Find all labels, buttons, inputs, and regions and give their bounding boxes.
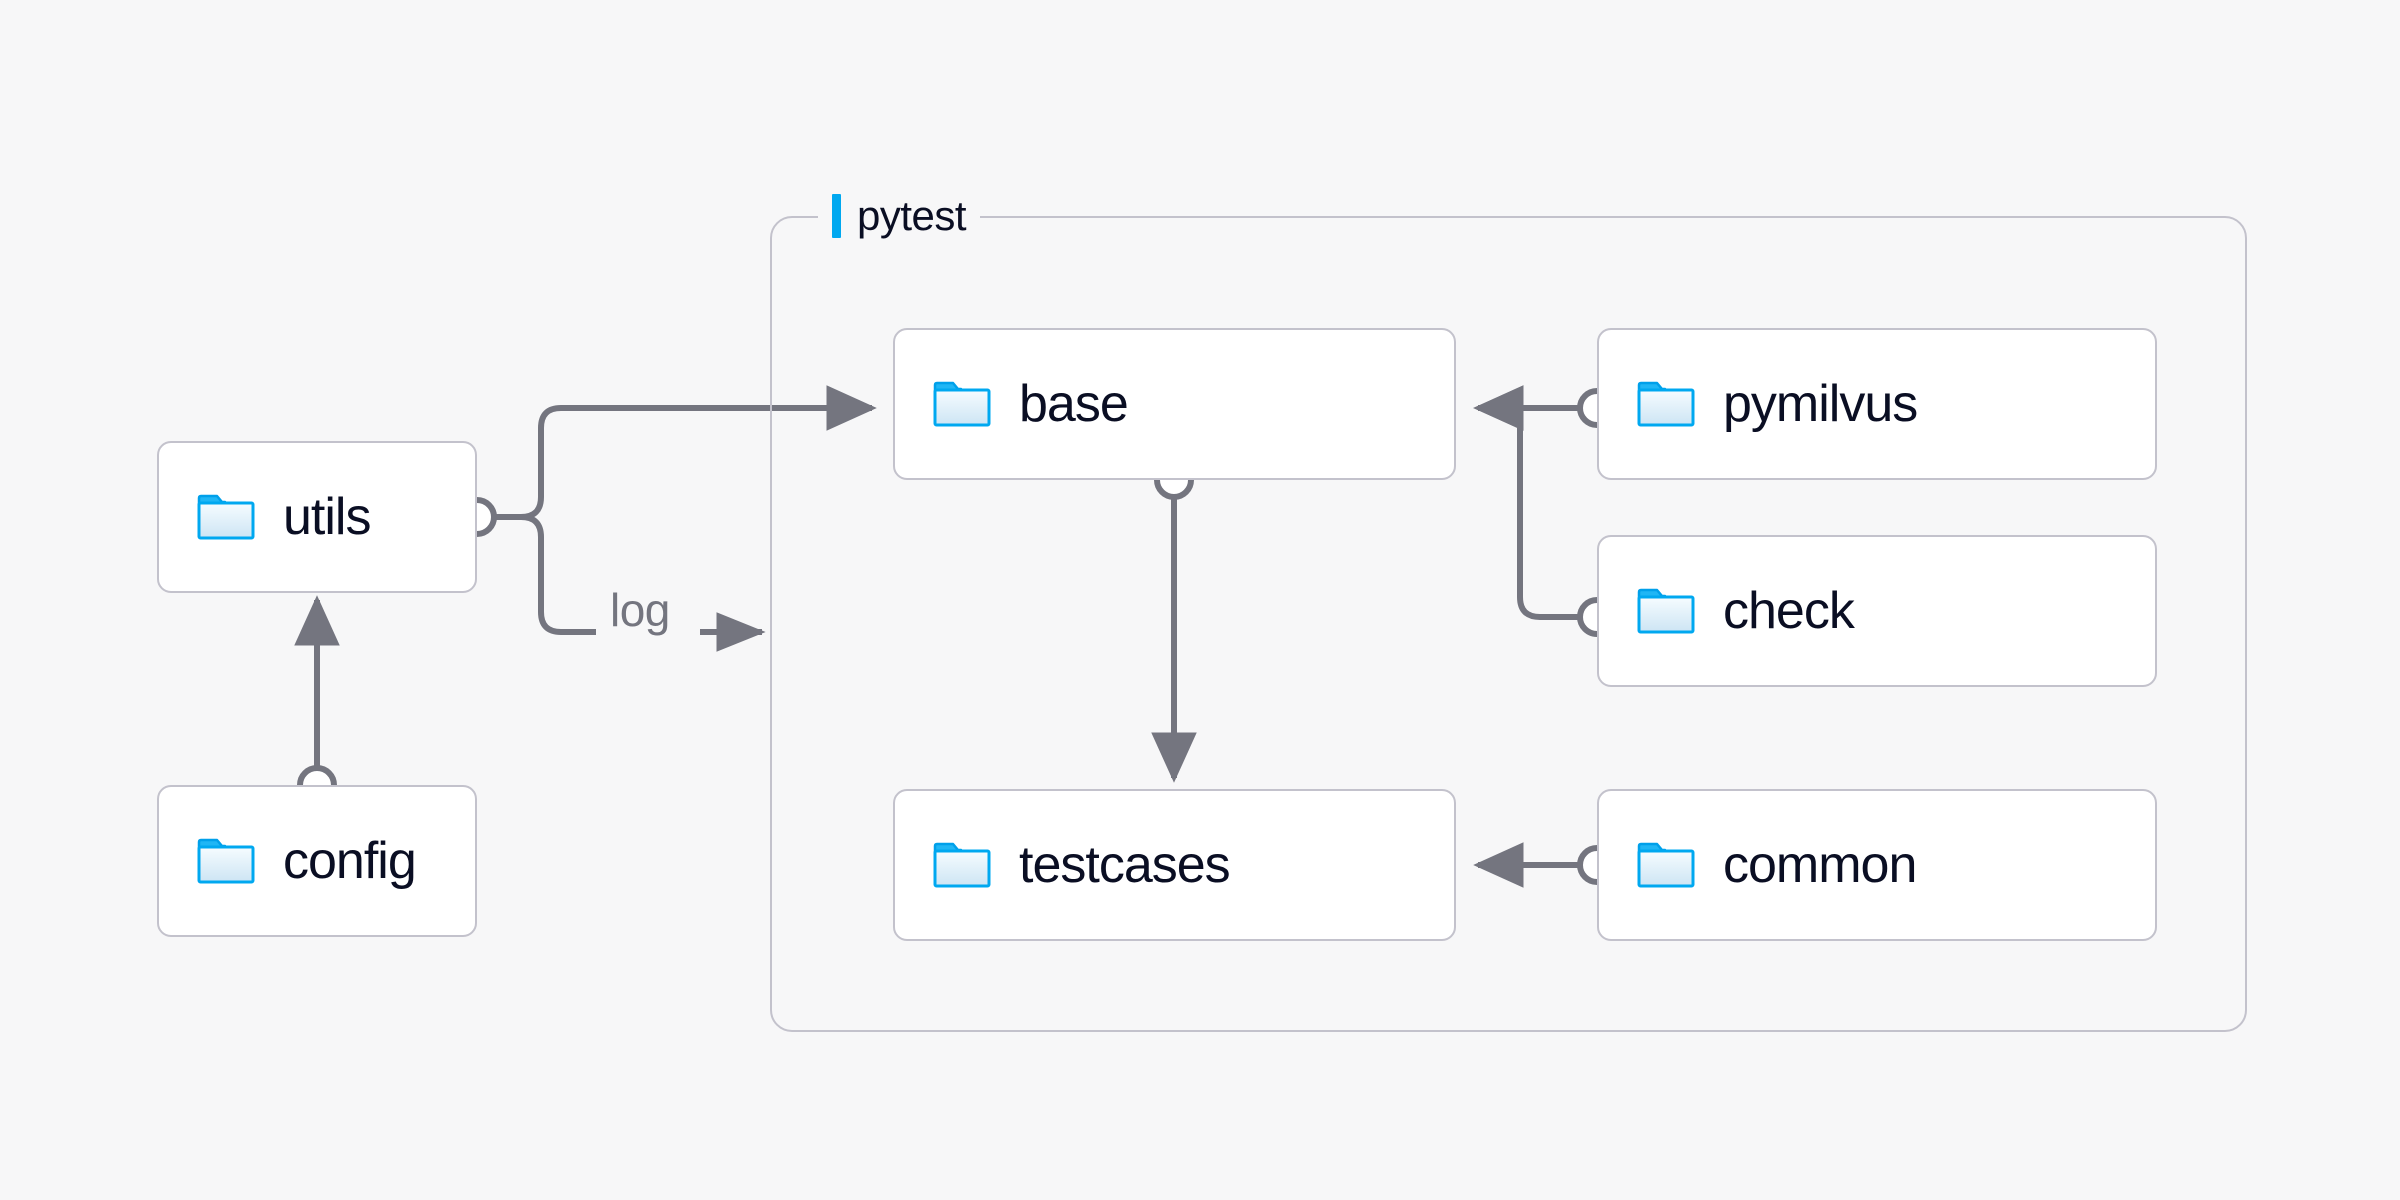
node-pymilvus[interactable]: pymilvus xyxy=(1597,328,2157,480)
group-container-pytest xyxy=(770,216,2247,1032)
node-common[interactable]: common xyxy=(1597,789,2157,941)
node-label: check xyxy=(1723,582,1855,640)
group-label-pytest: pytest xyxy=(818,188,981,244)
node-label: base xyxy=(1019,375,1129,433)
folder-icon xyxy=(197,494,255,540)
group-label-text: pytest xyxy=(857,192,967,239)
node-label: config xyxy=(283,832,417,890)
folder-icon xyxy=(197,838,255,884)
edge-config-utils xyxy=(294,595,340,805)
folder-icon xyxy=(1637,588,1695,634)
node-label: common xyxy=(1723,836,1917,894)
folder-icon xyxy=(933,381,991,427)
folder-icon xyxy=(1637,381,1695,427)
node-label: testcases xyxy=(1019,836,1231,894)
node-testcases[interactable]: testcases xyxy=(893,789,1456,941)
node-base[interactable]: base xyxy=(893,328,1456,480)
node-label: utils xyxy=(283,488,371,546)
edge-label-log: log xyxy=(600,583,680,637)
node-check[interactable]: check xyxy=(1597,535,2157,687)
node-utils[interactable]: utils xyxy=(157,441,477,593)
folder-icon xyxy=(933,842,991,888)
folder-icon xyxy=(1637,842,1695,888)
node-config[interactable]: config xyxy=(157,785,477,937)
vertical-bar-icon xyxy=(832,194,841,238)
node-label: pymilvus xyxy=(1723,375,1918,433)
